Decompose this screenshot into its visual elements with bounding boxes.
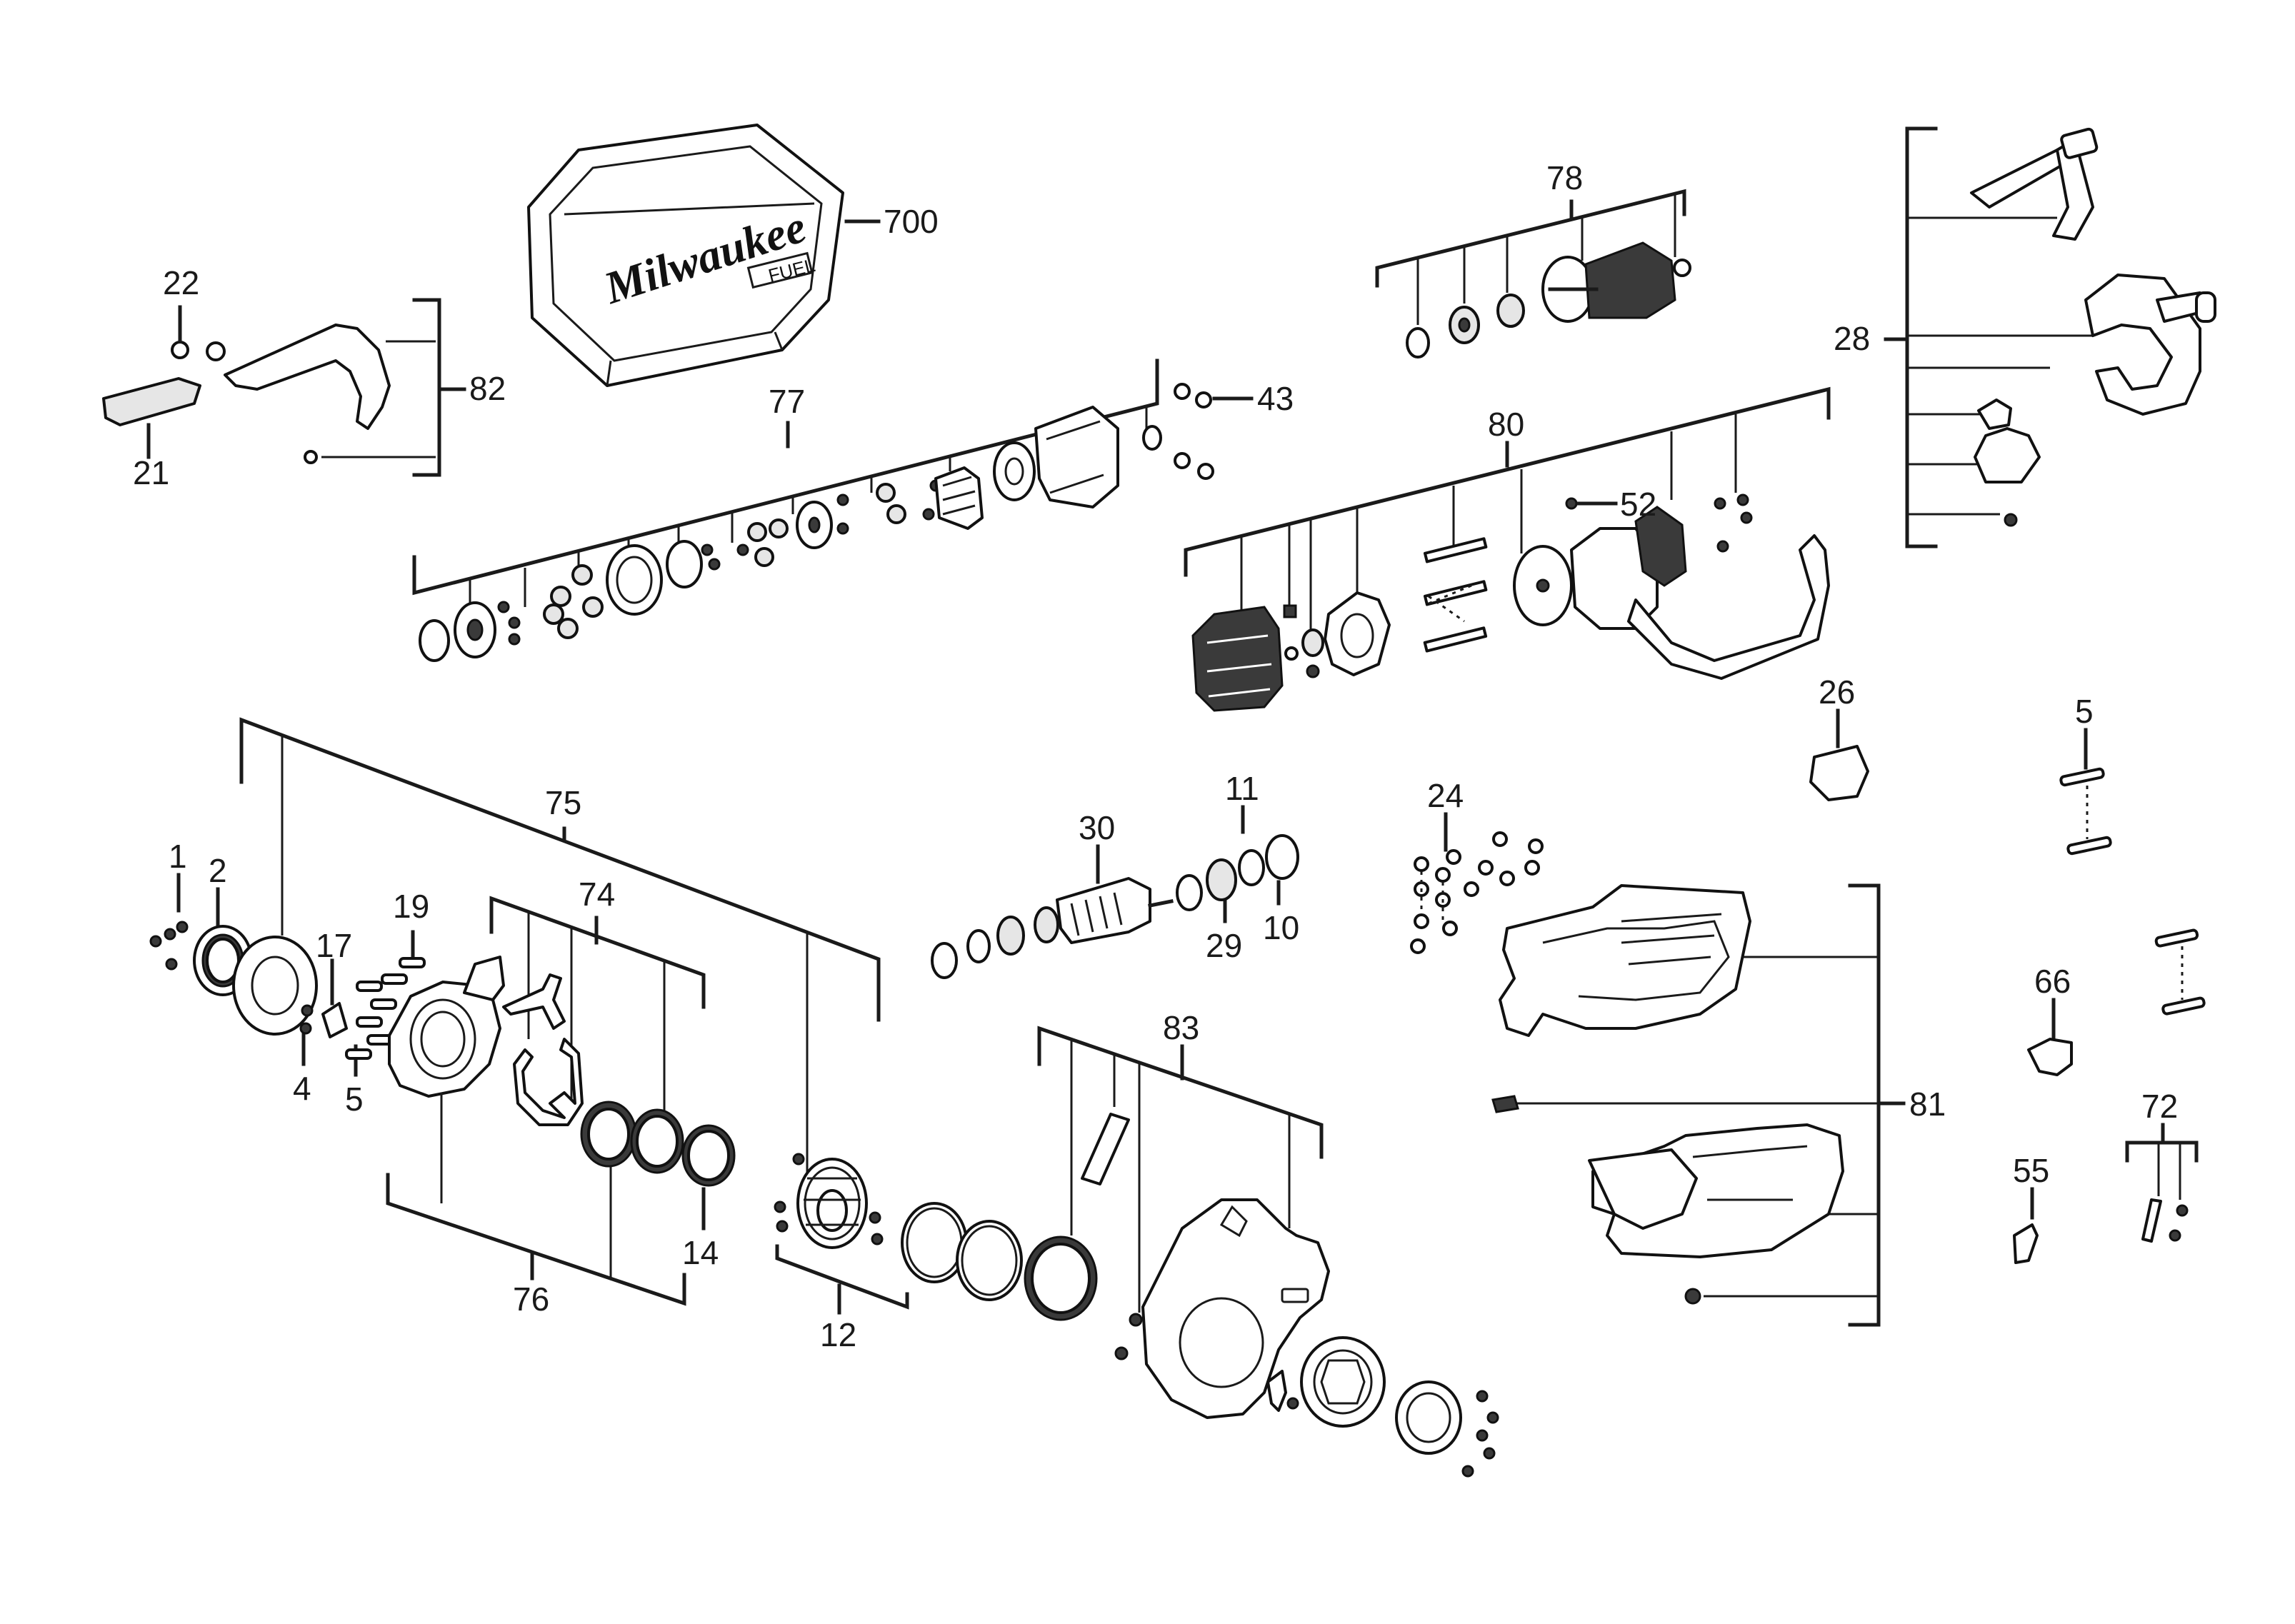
carry-case: Milwaukee FUEL bbox=[527, 124, 881, 387]
callout-24: 24 bbox=[1427, 777, 1464, 814]
callout-75: 75 bbox=[545, 784, 581, 821]
gear-train-assembly bbox=[412, 359, 1162, 662]
part-55 bbox=[2013, 1223, 2039, 1264]
callout-10: 10 bbox=[1263, 909, 1299, 946]
callout-11: 11 bbox=[1225, 770, 1259, 807]
callout-30: 30 bbox=[1079, 809, 1115, 846]
screw-set-24 bbox=[1410, 812, 1544, 954]
guard-cover-assembly-83 bbox=[1037, 1026, 1499, 1478]
motor-stator-assembly bbox=[1184, 386, 1831, 712]
callout-76: 76 bbox=[513, 1280, 549, 1318]
callout-22: 22 bbox=[163, 264, 199, 301]
callout-2: 2 bbox=[209, 852, 227, 889]
screw-pair-5 bbox=[2059, 728, 2112, 856]
callout-80: 80 bbox=[1488, 406, 1524, 443]
drive-gear-12 bbox=[774, 1153, 909, 1315]
callout-55: 55 bbox=[2013, 1152, 2049, 1189]
callout-5-left: 5 bbox=[345, 1081, 364, 1118]
gear-case-small-parts bbox=[149, 873, 426, 1077]
callout-700: 700 bbox=[884, 203, 939, 240]
screws-43 bbox=[1174, 383, 1254, 480]
part-66 bbox=[2027, 928, 2206, 1076]
callout-77: 77 bbox=[769, 383, 805, 420]
callout-29: 29 bbox=[1206, 927, 1242, 964]
callout-12: 12 bbox=[820, 1316, 856, 1353]
callout-82: 82 bbox=[469, 370, 506, 407]
callout-78: 78 bbox=[1546, 159, 1583, 196]
part-26 bbox=[1809, 745, 1869, 801]
part-72 bbox=[2125, 1123, 2199, 1243]
callout-72: 72 bbox=[2141, 1088, 2178, 1125]
gear-housing-76 bbox=[386, 956, 686, 1306]
callout-66: 66 bbox=[2034, 963, 2071, 1000]
callout-74: 74 bbox=[579, 876, 615, 913]
callout-52: 52 bbox=[1620, 486, 1656, 523]
housing-assembly bbox=[1491, 883, 1906, 1327]
armature-assembly bbox=[1375, 189, 1691, 359]
gear-case-assembly bbox=[239, 717, 881, 1178]
callout-21: 21 bbox=[133, 454, 169, 491]
callout-19: 19 bbox=[393, 888, 429, 925]
callout-1: 1 bbox=[169, 838, 187, 875]
spindle-worm-group bbox=[931, 805, 1299, 979]
callout-4: 4 bbox=[293, 1070, 311, 1107]
clamp-set-74 bbox=[489, 896, 736, 1230]
callout-28: 28 bbox=[1834, 320, 1870, 357]
callout-26: 26 bbox=[1819, 673, 1855, 711]
callout-17: 17 bbox=[316, 927, 352, 964]
callout-43: 43 bbox=[1257, 380, 1294, 417]
clamp-handle-group bbox=[1884, 126, 2216, 548]
callout-5-right: 5 bbox=[2075, 693, 2094, 730]
callout-83: 83 bbox=[1163, 1009, 1199, 1046]
side-handle-group bbox=[102, 298, 466, 477]
seal-rings bbox=[901, 1202, 1098, 1321]
callout-81: 81 bbox=[1909, 1086, 1946, 1123]
callout-14: 14 bbox=[682, 1234, 719, 1271]
